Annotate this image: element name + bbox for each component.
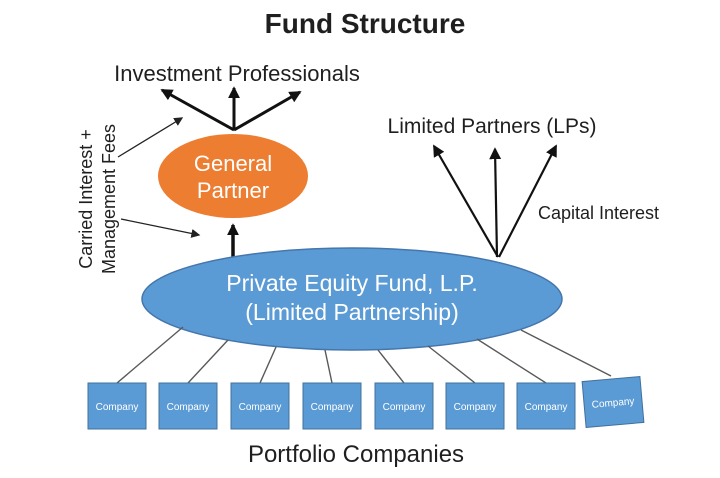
gp-to-professionals-arrow-right (233, 90, 302, 132)
fees-label-group: Carried Interest + Management Fees (76, 124, 119, 274)
fund-to-lps-arrow-left (433, 144, 499, 258)
fund-to-company-line-3 (259, 346, 277, 384)
company-node: Company (230, 382, 290, 430)
carried-interest-label: Carried Interest + (76, 129, 96, 269)
pe-fund-node: Private Equity Fund, L.P. (Limited Partn… (141, 247, 563, 351)
company-label: Company (167, 402, 210, 413)
company-node: Company (87, 382, 147, 430)
company-box-8 (581, 376, 645, 428)
company-node: Company (158, 382, 218, 430)
fund-to-company-line-7 (476, 338, 547, 384)
general-partner-line2: Partner (197, 178, 269, 203)
pe-fund-line2: (Limited Partnership) (245, 299, 458, 325)
fund-to-company-line-5 (377, 349, 405, 384)
fund-to-company-line-2 (187, 339, 229, 384)
company-box-4 (302, 382, 362, 430)
pe-fund-line1: Private Equity Fund, L.P. (226, 270, 477, 296)
fund-to-lps-arrows (433, 144, 557, 258)
company-label: Company (383, 402, 426, 413)
pe-fund-ellipse (141, 247, 563, 351)
company-label: Company (454, 402, 497, 413)
company-node: Company (516, 382, 576, 430)
company-nodes: Company Company Company Company Company … (87, 376, 645, 430)
fees-to-gp-arrow-upper (117, 117, 184, 158)
fees-arrows (117, 117, 201, 238)
fund-to-company-line-6 (427, 345, 476, 384)
company-node: Company (374, 382, 434, 430)
limited-partners-label: Limited Partners (LPs) (388, 115, 597, 138)
company-label: Company (239, 402, 282, 413)
company-box-1 (87, 382, 147, 430)
gp-to-professionals-arrows (160, 86, 302, 132)
company-box-7 (516, 382, 576, 430)
company-node: Company (445, 382, 505, 430)
company-label: Company (96, 402, 139, 413)
general-partner-node: General Partner (158, 134, 308, 218)
general-partner-ellipse (158, 134, 308, 218)
capital-interest-label: Capital Interest (538, 203, 659, 223)
management-fees-label: Management Fees (99, 124, 119, 274)
diagram-title: Fund Structure (265, 8, 466, 39)
company-label: Company (591, 396, 635, 411)
investment-professionals-label: Investment Professionals (114, 61, 360, 86)
fund-to-company-line-1 (116, 326, 184, 384)
company-label: Company (311, 402, 354, 413)
general-partner-line1: General (194, 151, 272, 176)
company-node: Company (302, 382, 362, 430)
fund-to-lps-arrow-right (498, 144, 557, 258)
gp-to-professionals-arrow-left (160, 88, 235, 132)
company-box-3 (230, 382, 290, 430)
portfolio-companies-label: Portfolio Companies (248, 441, 464, 468)
fund-to-company-lines (116, 326, 612, 384)
company-label: Company (525, 402, 568, 413)
company-box-2 (158, 382, 218, 430)
fund-to-lps-arrow-middle (489, 147, 502, 258)
company-node: Company (581, 376, 645, 428)
fund-to-company-line-4 (324, 349, 333, 384)
fees-to-gp-arrow-lower (120, 218, 201, 238)
company-box-5 (374, 382, 434, 430)
company-box-6 (445, 382, 505, 430)
fund-to-company-line-8 (520, 329, 612, 377)
